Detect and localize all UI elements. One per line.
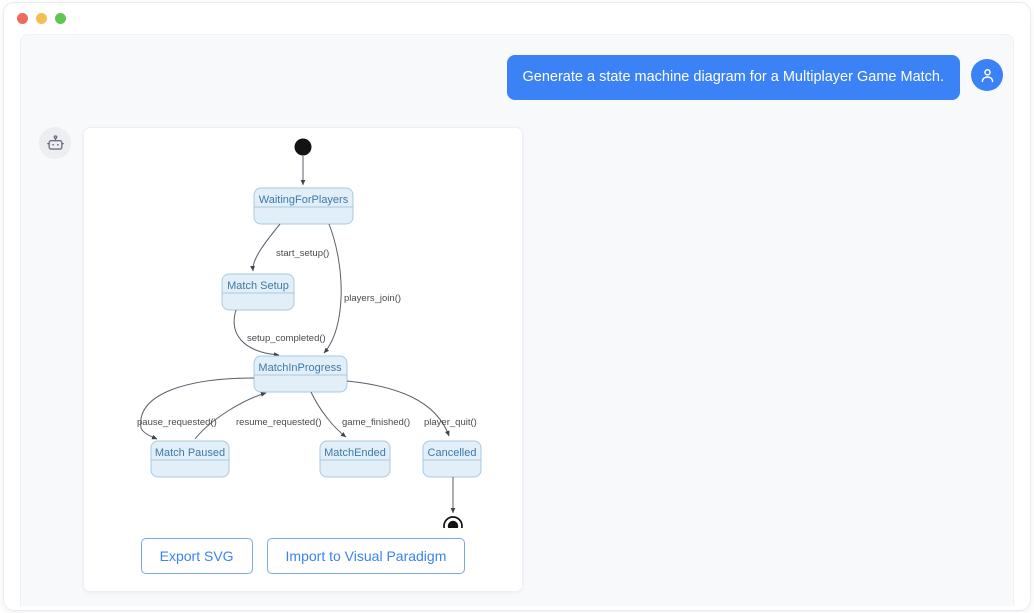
edge-matchinprogress-cancelled <box>346 380 450 437</box>
app-window: Generate a state machine diagram for a M… <box>4 3 1030 610</box>
edge-waitingforplayers-matchsetup <box>250 223 281 272</box>
edge-label-game-finished: game_finished() <box>342 417 410 428</box>
user-message-row: Generate a state machine diagram for a M… <box>506 55 1003 100</box>
edge-matchinprogress-matchended <box>310 391 347 438</box>
edge-label-players-join: players_join() <box>344 293 401 304</box>
card-actions: Export SVG Import to Visual Paradigm <box>84 538 522 574</box>
state-label: Match Setup <box>227 280 289 292</box>
user-message-bubble: Generate a state machine diagram for a M… <box>506 55 960 100</box>
edge-label-resume-requested: resume_requested() <box>236 417 322 428</box>
state-matchsetup[interactable]: Match Setup <box>221 273 295 311</box>
state-matchended[interactable]: MatchEnded <box>319 440 391 478</box>
state-cancelled[interactable]: Cancelled <box>422 440 482 478</box>
state-matchpaused[interactable]: Match Paused <box>150 440 230 478</box>
edge-waitingforplayers-matchinprogress <box>323 223 342 354</box>
state-label: MatchEnded <box>324 447 386 459</box>
edge-label-player-quit: player_quit() <box>424 417 477 428</box>
edge-label-setup-completed: setup_completed() <box>247 333 326 344</box>
person-icon <box>981 68 993 82</box>
state-waitingforplayers[interactable]: WaitingForPlayers <box>253 187 354 225</box>
assistant-message-row: WaitingForPlayers start_setup() players_… <box>39 127 523 592</box>
assistant-avatar <box>39 127 71 159</box>
import-visual-paradigm-button[interactable]: Import to Visual Paradigm <box>266 538 466 574</box>
traffic-lights <box>17 13 66 24</box>
state-label: MatchInProgress <box>258 362 342 374</box>
final-state <box>443 516 463 528</box>
close-button[interactable] <box>17 13 28 24</box>
edge-label-pause-requested: pause_requested() <box>137 417 217 428</box>
initial-state <box>294 138 312 156</box>
diagram-card: WaitingForPlayers start_setup() players_… <box>83 127 523 592</box>
user-avatar <box>971 59 1003 91</box>
edge-matchinprogress-matchpaused <box>140 377 255 440</box>
export-svg-button[interactable]: Export SVG <box>140 538 253 574</box>
state-machine-diagram: WaitingForPlayers start_setup() players_… <box>137 138 482 528</box>
minimize-button[interactable] <box>36 13 47 24</box>
edge-matchsetup-matchinprogress <box>233 309 280 357</box>
state-label: Match Paused <box>155 447 225 459</box>
edge-matchpaused-matchinprogress <box>194 392 267 440</box>
state-label: Cancelled <box>428 447 477 459</box>
chat-surface: Generate a state machine diagram for a M… <box>20 34 1014 606</box>
zoom-button[interactable] <box>55 13 66 24</box>
state-matchinprogress[interactable]: MatchInProgress <box>253 355 348 393</box>
robot-icon <box>46 134 64 150</box>
titlebar <box>4 3 1030 32</box>
state-label: WaitingForPlayers <box>259 194 349 206</box>
edge-label-start-setup: start_setup() <box>276 248 329 259</box>
